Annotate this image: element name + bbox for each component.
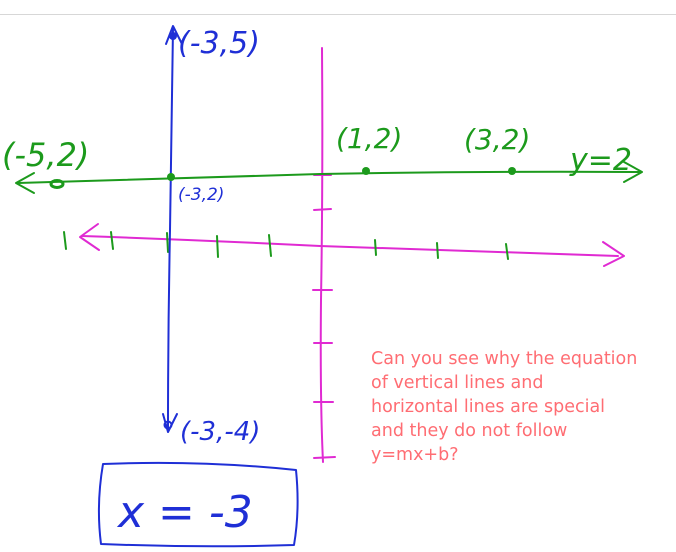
label-horizontal-equation: y=2 <box>569 143 632 178</box>
green-horizontal-line-right-arrow <box>623 161 643 183</box>
green-horizontal-line-left-arrow <box>15 172 35 194</box>
point-top-dot <box>169 32 177 40</box>
green-horizontal-line <box>17 170 641 184</box>
blue-vertical-line-top-arrow <box>165 25 183 45</box>
label-point-center: (-3,2) <box>178 185 224 205</box>
magenta-x-axis <box>81 235 619 257</box>
point-one-two-dot <box>362 167 370 175</box>
note-line: Can you see why the equation <box>371 349 638 369</box>
explanation-note: Can you see why the equation of vertical… <box>371 348 676 468</box>
point-bottom-dot <box>163 420 173 430</box>
note-line: horizontal lines are special <box>371 397 606 417</box>
label-point-bottom: (-3,-4) <box>180 417 260 447</box>
equation-box <box>97 461 299 548</box>
magenta-y-axis <box>319 47 324 463</box>
blue-vertical-line-bottom-arrow <box>162 413 178 433</box>
label-point-one-two: (1,2) <box>336 122 402 155</box>
note-line: and they do not follow <box>371 421 568 441</box>
magenta-x-axis-left-arrow <box>79 223 100 251</box>
point-center-dot <box>167 173 175 181</box>
label-vertical-equation: x = -3 <box>116 487 253 538</box>
x-axis-ticks <box>63 231 509 260</box>
label-point-three-two: (3,2) <box>464 123 530 156</box>
blue-vertical-line <box>167 27 174 429</box>
note-line: of vertical lines and <box>371 373 544 393</box>
top-border <box>0 14 676 15</box>
magenta-y-ticks <box>312 174 336 459</box>
note-line: y=mx+b? <box>371 445 459 465</box>
point-left-dot <box>49 179 65 189</box>
label-point-top: (-3,5) <box>178 26 260 61</box>
point-three-two-dot <box>508 167 516 175</box>
magenta-x-axis-right-arrow <box>602 241 625 267</box>
label-point-left: (-5,2) <box>2 136 89 174</box>
